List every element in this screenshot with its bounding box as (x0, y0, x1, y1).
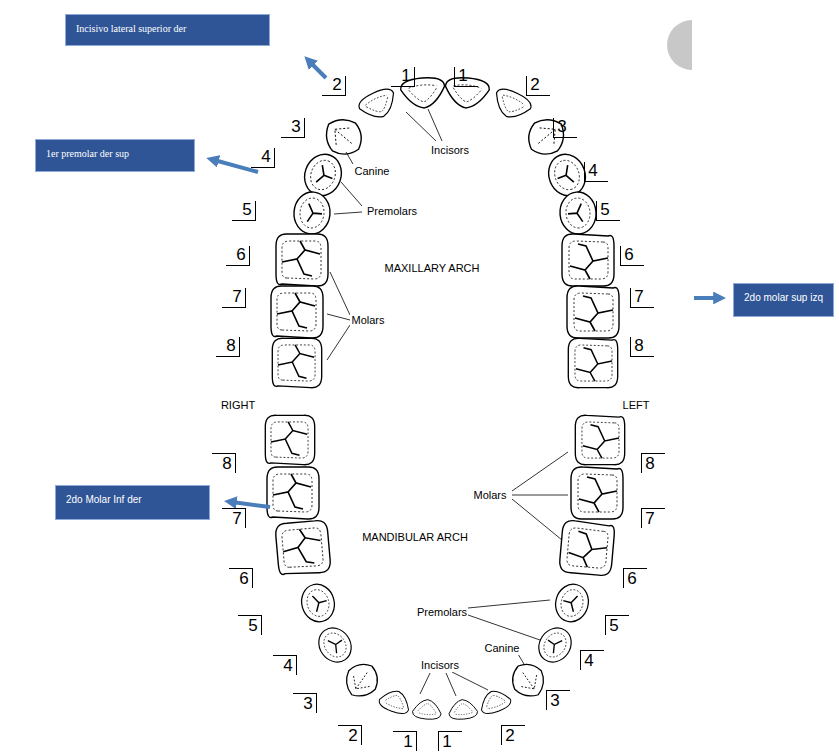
tooth-number: 5 (238, 615, 261, 635)
tooth-number: 7 (641, 508, 664, 528)
tooth-number: 7 (222, 508, 245, 528)
tooth-number: 3 (553, 118, 576, 138)
tooth-number: 2 (526, 76, 549, 96)
tooth-number: 1 (454, 67, 477, 87)
anatomy-label: Canine (354, 165, 391, 178)
tooth-number: 5 (605, 615, 628, 635)
tooth-number: 3 (546, 690, 569, 710)
tooth-number: 6 (226, 246, 249, 266)
callout-box: 2do molar sup izq (733, 283, 834, 317)
anatomy-label: MANDIBULAR ARCH (361, 531, 469, 544)
tooth-number: 2 (322, 76, 345, 96)
tooth-number: 7 (630, 288, 653, 308)
callout-text: Incisivo lateral superior der (76, 23, 259, 36)
tooth-number: 8 (630, 337, 653, 357)
tooth-number: 5 (596, 201, 619, 221)
anatomy-label: MAXILLARY ARCH (384, 262, 481, 275)
callout-box: Incisivo lateral superior der (65, 14, 270, 46)
callout-box: 1er premolar der sup (35, 139, 195, 172)
tooth-number: 4 (273, 655, 296, 675)
tooth-number: 6 (620, 246, 643, 266)
tooth-number: 1 (391, 67, 414, 87)
grey-shape (667, 20, 692, 70)
anatomy-label: LEFT (622, 399, 651, 412)
callout-text: 1er premolar der sup (46, 148, 184, 161)
maxillary-teeth (271, 76, 619, 388)
tooth-number: 8 (212, 453, 235, 473)
tooth-number: 8 (216, 337, 239, 357)
callout-text: 2do Molar Inf der (66, 494, 199, 507)
callout-box: 2do Molar Inf der (55, 485, 210, 520)
anatomy-label: Incisors (430, 144, 470, 157)
tooth-number: 4 (251, 148, 274, 168)
tooth-number: 1 (438, 731, 461, 751)
tooth-number: 2 (338, 725, 361, 745)
tooth-number: 1 (393, 731, 416, 751)
anatomy-label: Molars (472, 489, 507, 502)
tooth-number: 7 (222, 288, 245, 308)
tooth-number: 4 (580, 650, 603, 670)
tooth-number: 5 (232, 201, 255, 221)
mandibular-teeth (265, 415, 624, 720)
tooth-number: 4 (584, 162, 607, 182)
tooth-number: 6 (229, 568, 252, 588)
anatomy-label: Premolars (366, 205, 418, 218)
tooth-number: 3 (281, 118, 304, 138)
anatomy-label: Canine (484, 642, 521, 655)
anatomy-label: RIGHT (220, 399, 256, 412)
tooth-number: 8 (641, 453, 664, 473)
callout-text: 2do molar sup izq (744, 292, 823, 305)
anatomy-label: Molars (350, 314, 385, 327)
callout-arrows (214, 62, 718, 507)
anatomy-label: Incisors (420, 659, 460, 672)
leader-lines (327, 109, 568, 696)
tooth-number: 3 (293, 693, 316, 713)
anatomy-label: Premolars (416, 606, 468, 619)
tooth-number: 6 (623, 568, 646, 588)
tooth-number: 2 (501, 725, 524, 745)
